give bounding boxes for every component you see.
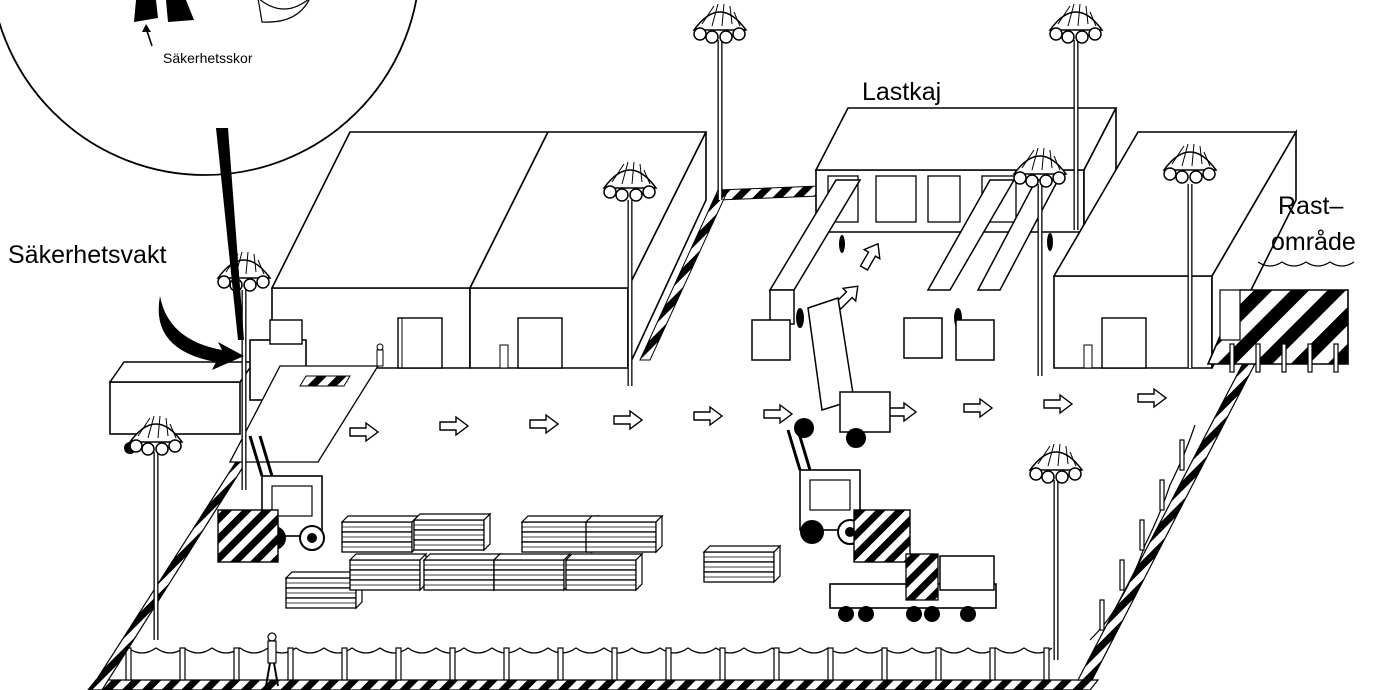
floodlight-pole — [217, 251, 271, 490]
rest-area-label-line1: Rast– — [1278, 192, 1344, 220]
pedestrian-icon — [265, 632, 279, 687]
pedestrian-icon — [376, 343, 384, 367]
rest-area-label-line2: område — [1271, 228, 1356, 256]
floodlight-pole — [129, 415, 183, 640]
floodlight-pole — [1163, 143, 1217, 368]
forklift-lifting — [794, 297, 891, 448]
perimeter-fence — [87, 185, 1263, 690]
loading-dock-label: Lastkaj — [862, 78, 942, 106]
flatbed-truck — [829, 553, 997, 622]
guard-pointer-arrow — [158, 296, 244, 370]
security-guard-label: Säkerhetsvakt — [8, 241, 167, 269]
warehouse-building-2 — [468, 131, 708, 369]
forklift-left — [217, 434, 326, 563]
warehouse-building-3 — [1052, 129, 1298, 369]
warehouse-building-1 — [270, 131, 550, 369]
forklift-right — [786, 428, 911, 563]
floodlight-pole — [693, 3, 747, 200]
floodlight-pole — [1049, 3, 1103, 230]
safety-callout — [0, 0, 418, 340]
floodlight-pole — [1013, 147, 1067, 376]
rest-area — [1206, 261, 1355, 373]
truck — [751, 179, 862, 361]
loading-dock-building — [814, 107, 1118, 233]
lumber-stacks — [285, 513, 781, 609]
floodlight-pole — [603, 161, 657, 386]
safety-boots-icon — [134, 0, 310, 23]
safety-shoes-label: Säkerhetsskor — [163, 50, 253, 66]
truck — [903, 179, 1016, 359]
floodlight-pole — [1029, 443, 1083, 660]
